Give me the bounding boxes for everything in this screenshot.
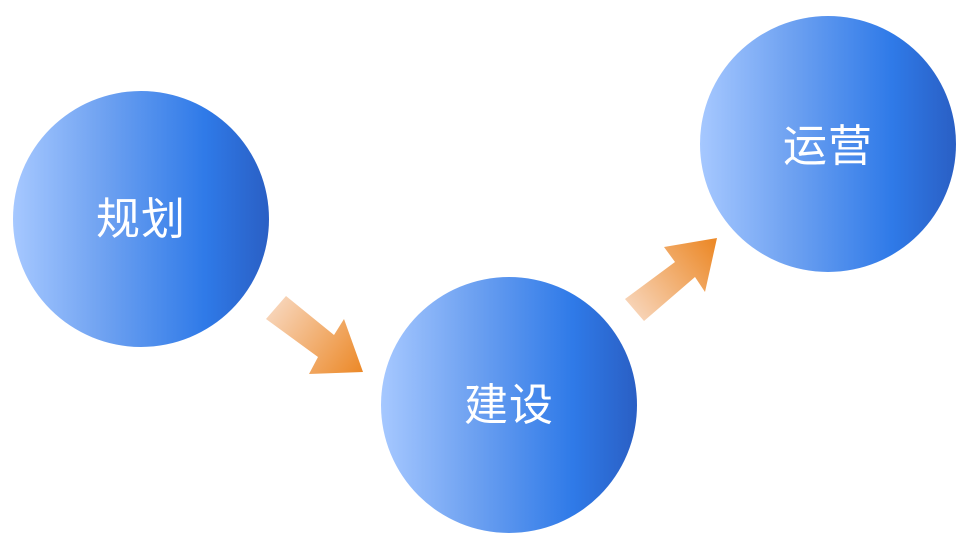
stage-label: 规划 xyxy=(96,194,186,245)
stage-label: 运营 xyxy=(783,121,873,172)
stage-circle-operation: 运营 xyxy=(700,16,956,272)
stage-circle-planning: 规划 xyxy=(13,91,269,347)
arrow-construction-to-operation xyxy=(625,238,717,321)
stage-label: 建设 xyxy=(464,380,554,431)
arrow-planning-to-construction xyxy=(266,296,363,374)
stage-circle-construction: 建设 xyxy=(381,277,637,533)
